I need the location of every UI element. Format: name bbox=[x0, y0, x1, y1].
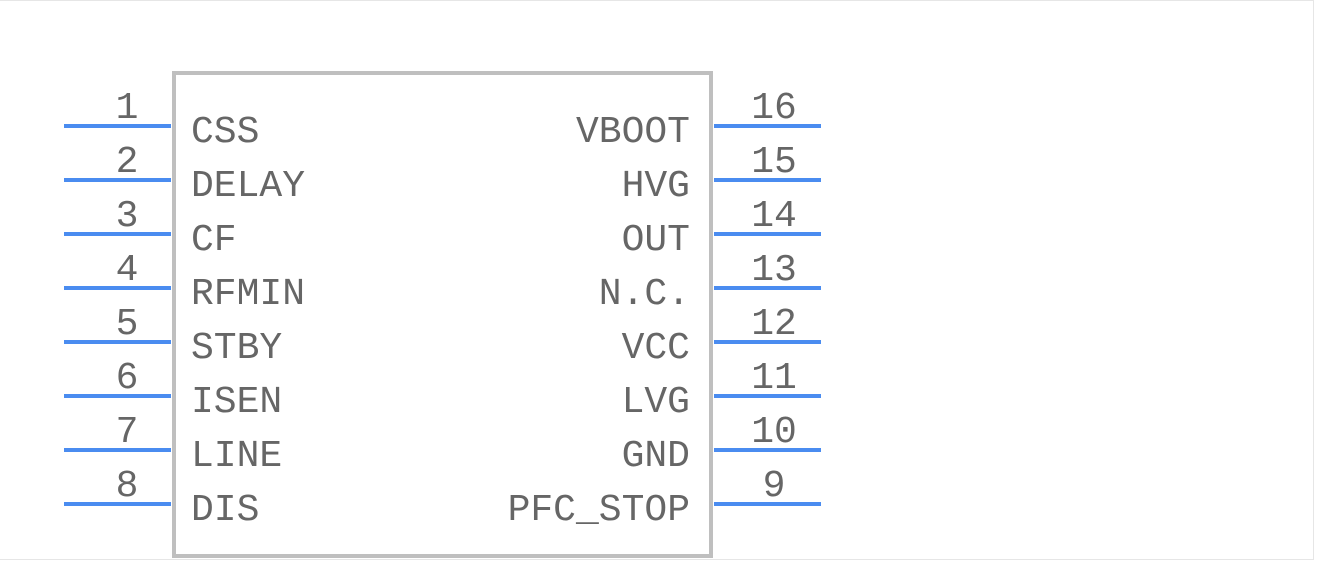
pin-number: 7 bbox=[116, 411, 139, 454]
pin-name-label: VCC bbox=[622, 327, 690, 370]
pin-name-label: LINE bbox=[191, 435, 282, 478]
pin-number: 5 bbox=[116, 303, 139, 346]
pin-number: 3 bbox=[116, 195, 139, 238]
pin-name-label: LVG bbox=[622, 381, 690, 424]
pin-number: 13 bbox=[751, 249, 797, 292]
pin-number: 9 bbox=[763, 465, 786, 508]
pin-number: 11 bbox=[751, 357, 797, 400]
pin-name-label: DIS bbox=[191, 489, 259, 532]
pin-number: 14 bbox=[751, 195, 797, 238]
pin-number: 2 bbox=[116, 141, 139, 184]
pin-name-label: VBOOT bbox=[576, 111, 690, 154]
pin-name-label: N.C. bbox=[599, 273, 690, 316]
pin-name-label: DELAY bbox=[191, 165, 305, 208]
pin-name-label: RFMIN bbox=[191, 273, 305, 316]
pin-name-label: GND bbox=[622, 435, 690, 478]
pin-name-label: ISEN bbox=[191, 381, 282, 424]
pin-number: 8 bbox=[116, 465, 139, 508]
pin-number: 6 bbox=[116, 357, 139, 400]
pin-number: 16 bbox=[751, 87, 797, 130]
pin-name-label: OUT bbox=[622, 219, 690, 262]
pin-number: 4 bbox=[116, 249, 139, 292]
pin-name-label: PFC_STOP bbox=[508, 489, 690, 532]
pin-number: 10 bbox=[751, 411, 797, 454]
pin-number: 12 bbox=[751, 303, 797, 346]
component-body bbox=[172, 71, 713, 558]
pin-number: 1 bbox=[116, 87, 139, 130]
pin-name-label: CSS bbox=[191, 111, 259, 154]
pin-name-label: HVG bbox=[622, 165, 690, 208]
pin-name-label: CF bbox=[191, 219, 237, 262]
pin-name-label: STBY bbox=[191, 327, 282, 370]
pin-number: 15 bbox=[751, 141, 797, 184]
